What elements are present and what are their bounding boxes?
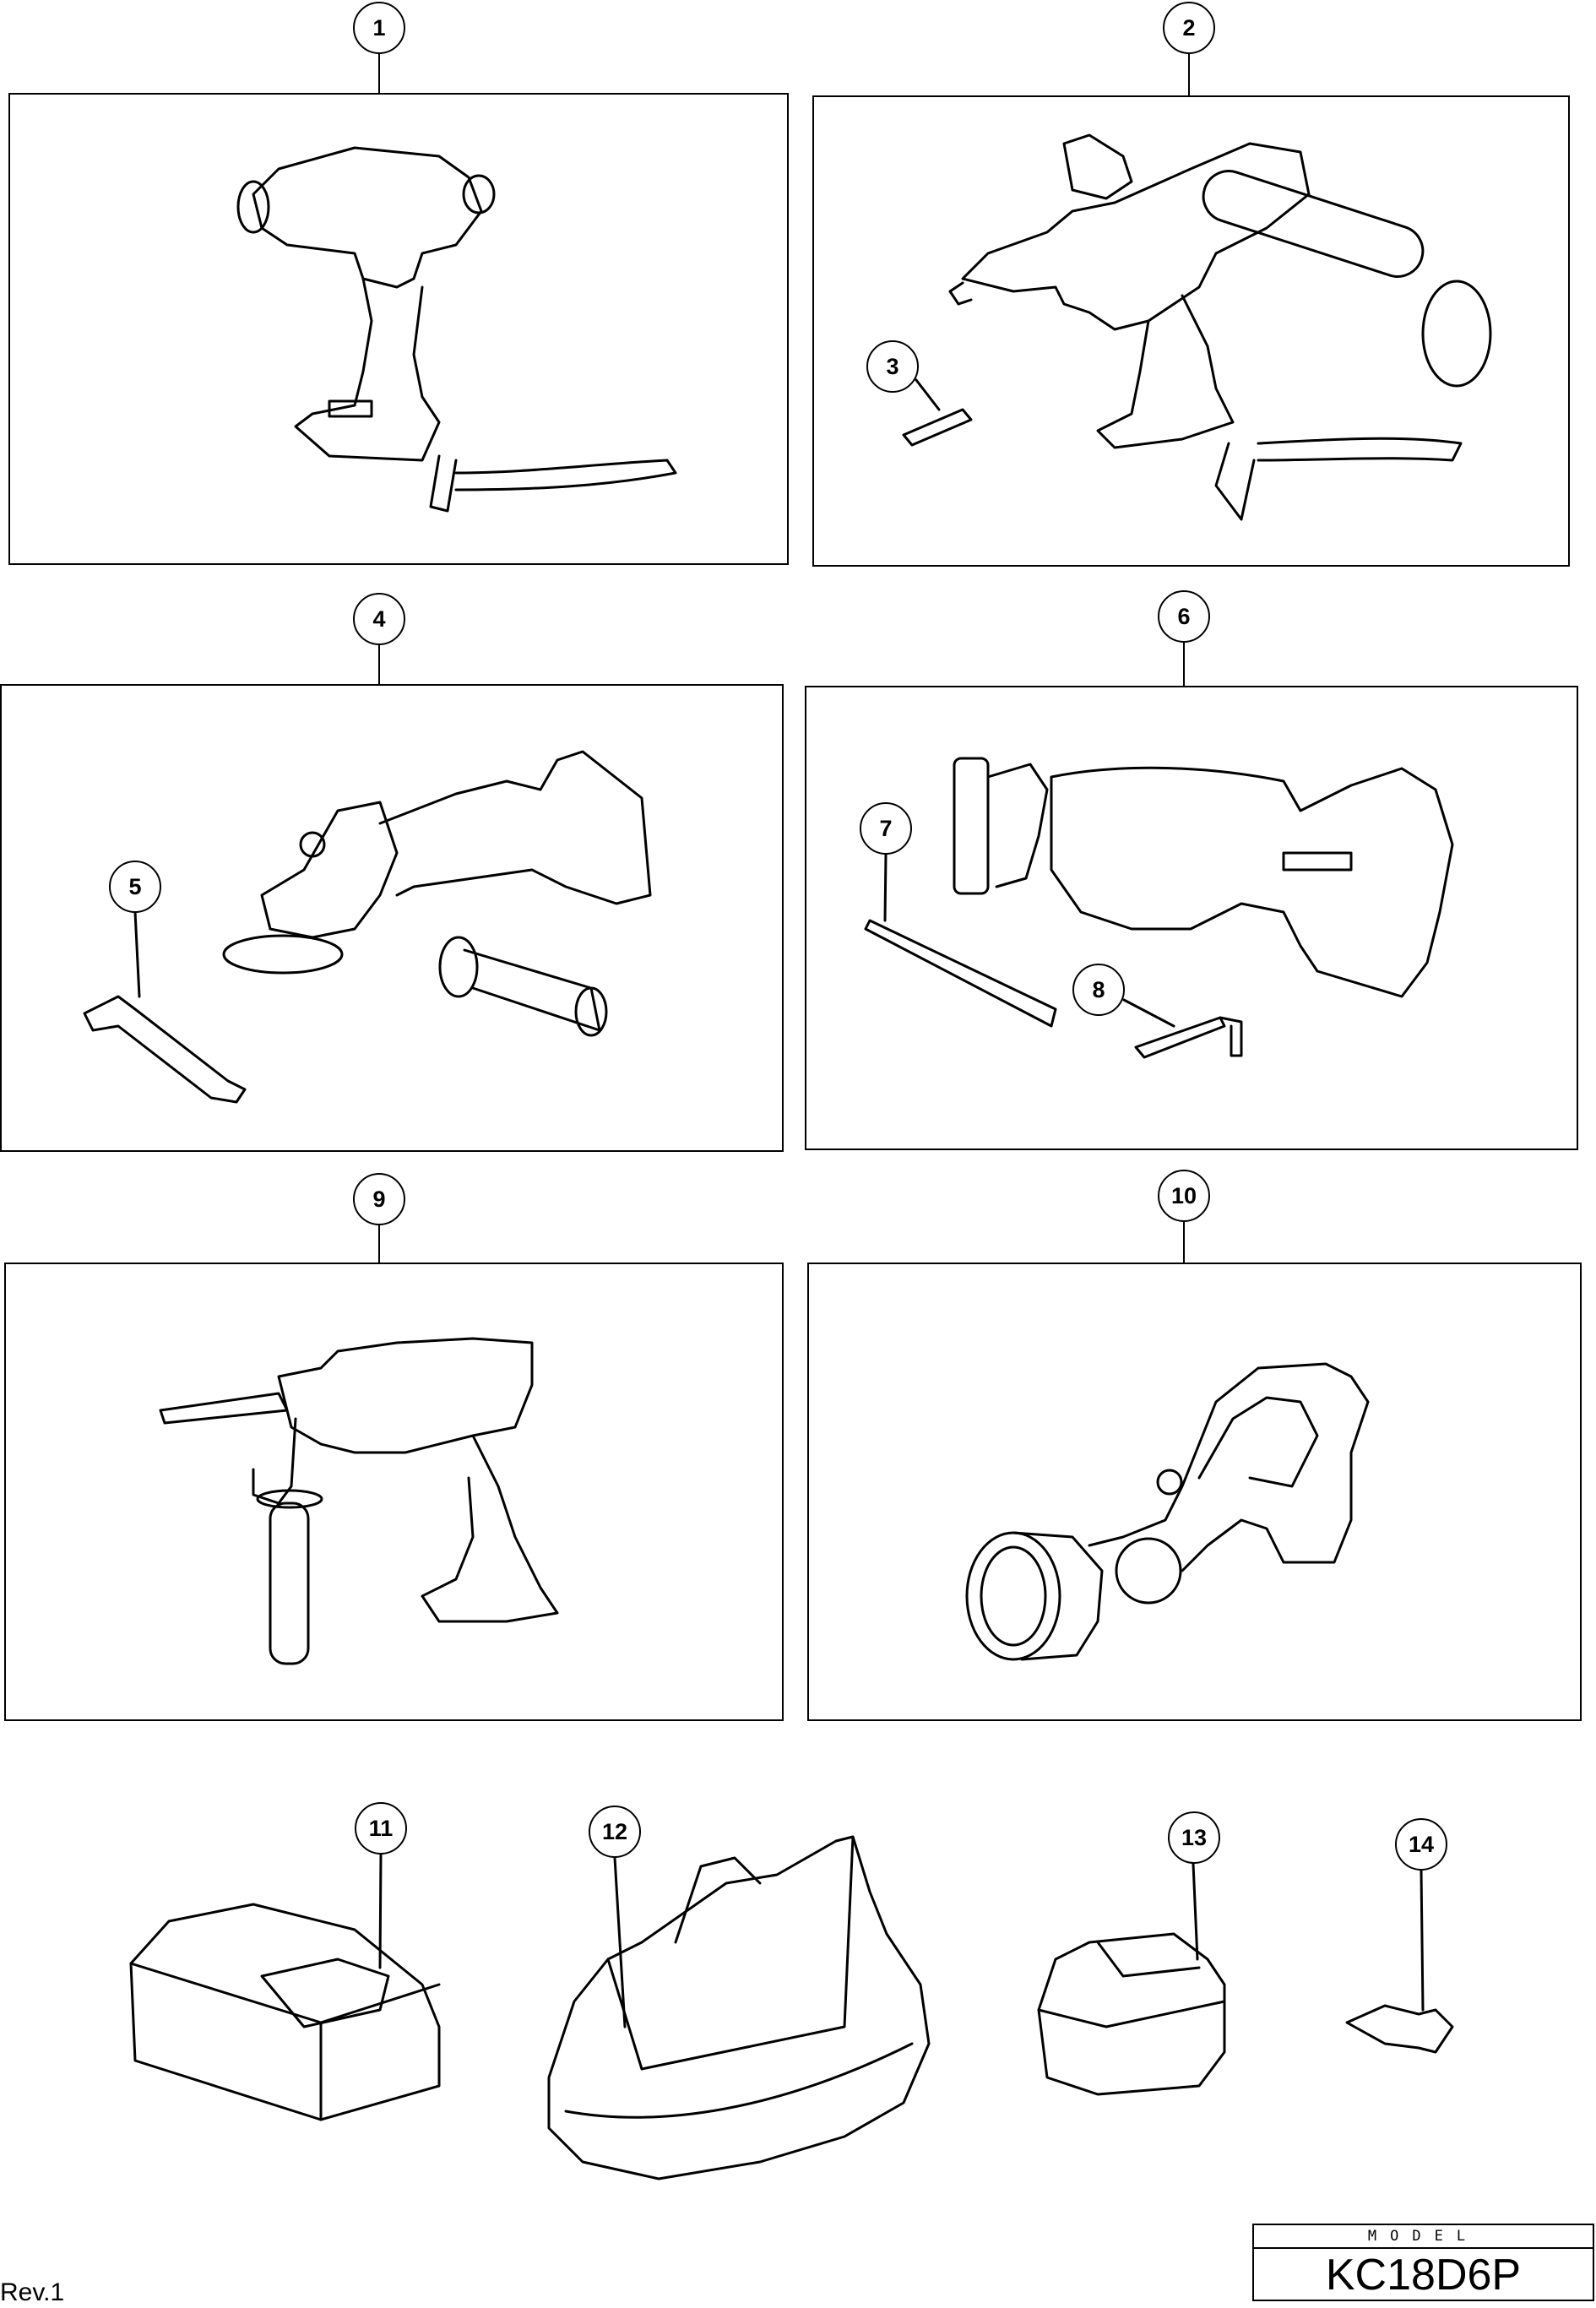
callout-11: 11 — [355, 1802, 407, 1855]
leader-line — [1188, 54, 1190, 96]
model-box: MODEL KC18D6P — [1252, 2224, 1594, 2301]
callout-12: 12 — [589, 1806, 641, 1858]
panel-rotary-hammer — [4, 1263, 784, 1721]
panel-hammer-drill — [812, 95, 1570, 567]
callout-10: 10 — [1158, 1170, 1210, 1222]
callout-9: 9 — [353, 1173, 405, 1225]
callout-3: 3 — [866, 340, 919, 393]
callout-7: 7 — [860, 802, 912, 855]
panel-reciprocating-saw — [805, 686, 1578, 1150]
model-name: KC18D6P — [1325, 2251, 1522, 2300]
callout-2: 2 — [1163, 2, 1215, 54]
callout-5: 5 — [109, 861, 161, 913]
panel-angle-grinder — [0, 684, 784, 1152]
leader-line — [378, 645, 380, 685]
callout-14: 14 — [1395, 1818, 1447, 1871]
callout-8: 8 — [1072, 964, 1125, 1016]
model-label: MODEL — [1254, 2225, 1593, 2249]
callout-4: 4 — [353, 593, 405, 645]
panel-flashlight — [807, 1263, 1582, 1721]
callout-1: 1 — [353, 2, 405, 54]
leader-line — [378, 54, 380, 94]
panel-impact-driver — [8, 93, 789, 565]
callout-6: 6 — [1158, 590, 1210, 643]
leader-line — [1183, 643, 1185, 687]
callout-13: 13 — [1168, 1811, 1220, 1864]
leader-line — [378, 1225, 380, 1263]
leader-line — [1183, 1222, 1185, 1263]
revision-label: Rev.1 — [0, 2278, 65, 2306]
